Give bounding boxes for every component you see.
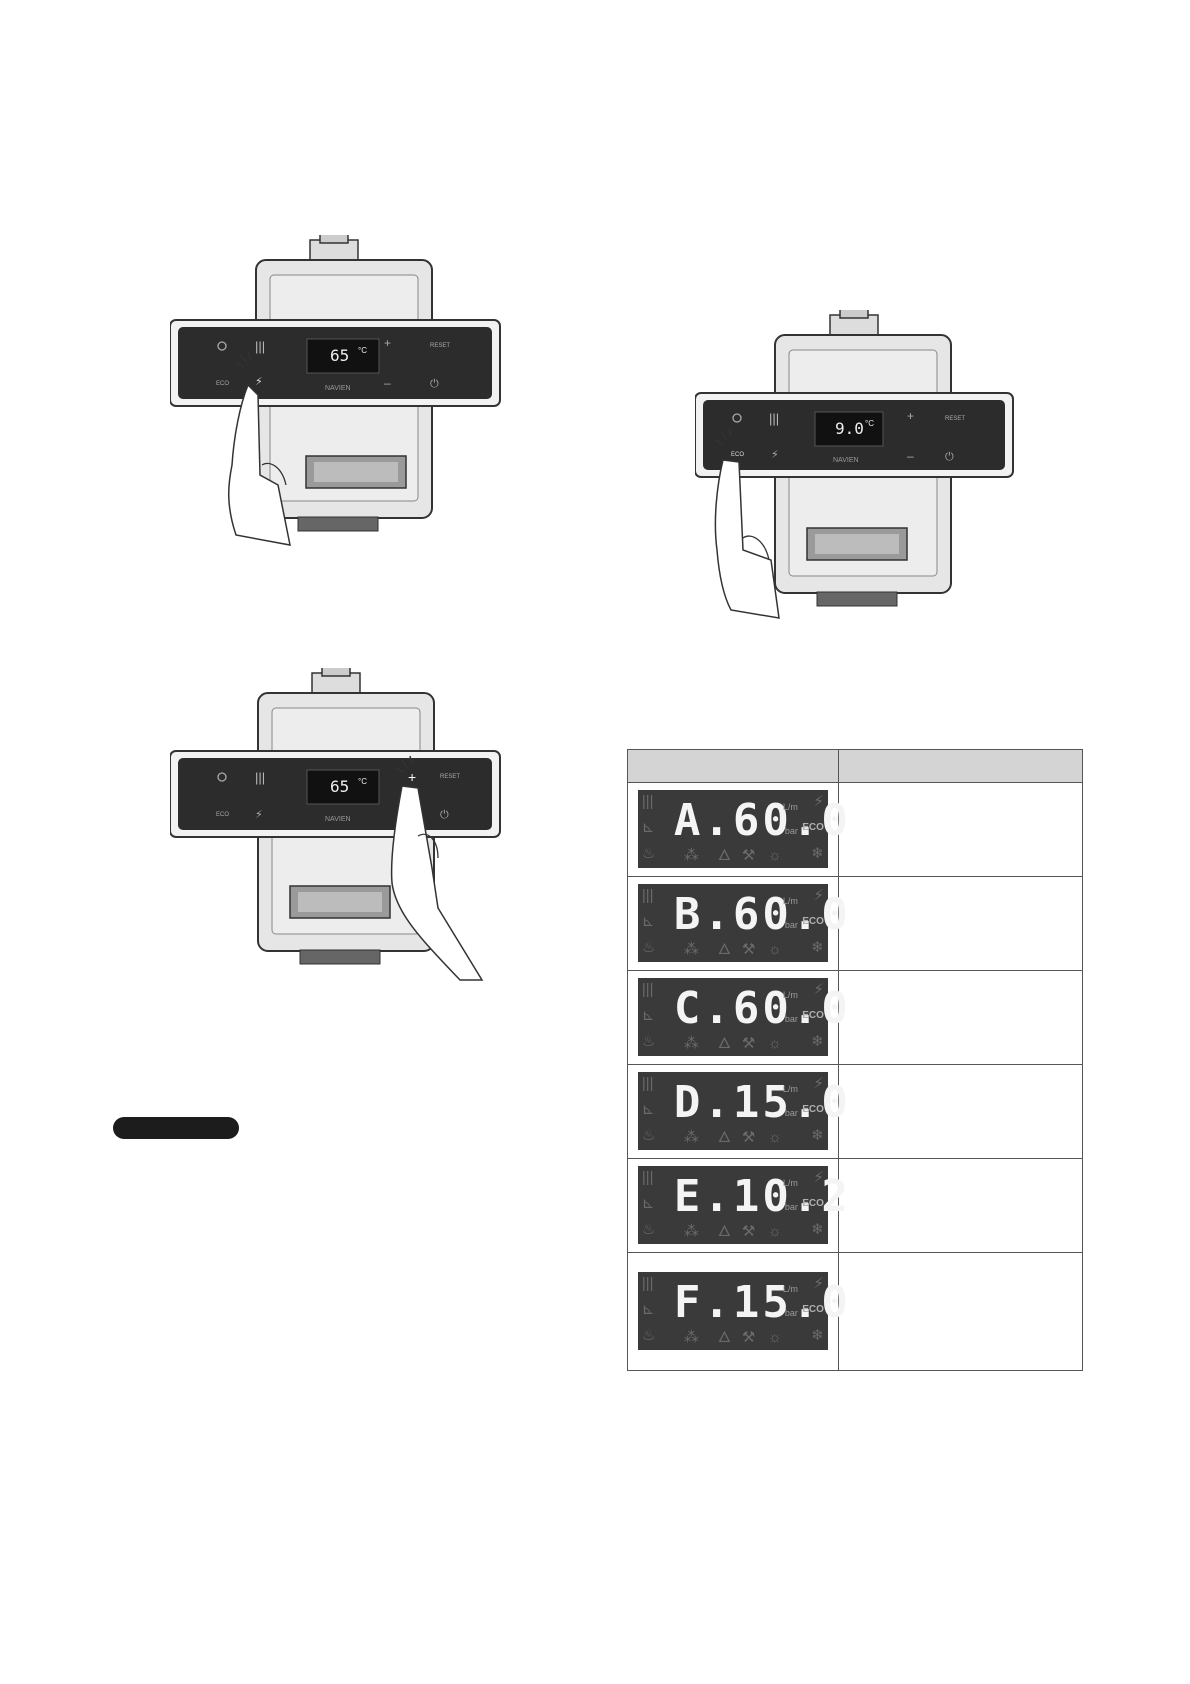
pressure-unit: bar [784, 1108, 798, 1118]
figure-boiler-plus-button: ||| 65 °C + RESET ECO ⚡ ⏻ NAVIEN [170, 668, 510, 988]
svg-text:RESET: RESET [430, 343, 450, 349]
display-reading: 65 [330, 346, 349, 365]
lcd-display: ||| ⊾ ♨ ⁂ 🜂 ⚒ ☼ ❄ ⚡ B.60.0 L/m bar ECO [637, 884, 848, 962]
table-cell-description [837, 782, 1084, 877]
lcd-display: ||| ⊾ ♨ ⁂ 🜂 ⚒ ☼ ❄ ⚡ A.60.0 L/m bar ECO [637, 790, 848, 868]
svg-text:–: – [907, 449, 914, 463]
svg-text:|||: ||| [769, 411, 779, 426]
display-code-table: ||| ⊾ ♨ ⁂ 🜂 ⚒ ☼ ❄ ⚡ A.60.0 L/m bar ECO |… [627, 749, 1084, 1371]
lcd-display: ||| ⊾ ♨ ⁂ 🜂 ⚒ ☼ ❄ ⚡ C.60.0 L/m bar ECO [637, 978, 848, 1056]
svg-text:⏻: ⏻ [430, 378, 439, 390]
table-row: ||| ⊾ ♨ ⁂ 🜂 ⚒ ☼ ❄ ⚡ B.60.0 L/m bar ECO [627, 876, 1084, 971]
svg-text:–: – [384, 376, 391, 390]
eco-label: ECO [802, 822, 824, 833]
display-reading: 65 [330, 777, 349, 796]
svg-text:RESET: RESET [440, 774, 460, 780]
table-header-row [627, 749, 1084, 783]
table-row: ||| ⊾ ♨ ⁂ 🜂 ⚒ ☼ ❄ ⚡ C.60.0 L/m bar ECO [627, 970, 1084, 1065]
table-cell-description [837, 1252, 1084, 1371]
eco-label: ECO [802, 1010, 824, 1021]
figure-boiler-flame-button: ||| 65 °C + RESET ECO ⚡ – ⏻ NAVIEN [170, 235, 510, 555]
pressure-unit: bar [784, 1308, 798, 1318]
svg-text:ECO: ECO [216, 381, 229, 387]
svg-text:⚡: ⚡ [255, 376, 263, 388]
table-row: ||| ⊾ ♨ ⁂ 🜂 ⚒ ☼ ❄ ⚡ F.15.0 L/m bar ECO [627, 1252, 1084, 1371]
lcd-display: ||| ⊾ ♨ ⁂ 🜂 ⚒ ☼ ❄ ⚡ D.15.0 L/m bar ECO [637, 1072, 848, 1150]
display-unit: °C [865, 419, 874, 428]
svg-text:ECO: ECO [731, 452, 744, 458]
lcd-code: C.60.0 [673, 983, 851, 1034]
svg-text:RESET: RESET [945, 416, 965, 422]
svg-text:ECO: ECO [216, 812, 229, 818]
svg-text:⏻: ⏻ [440, 809, 449, 821]
flow-unit: L/m [782, 896, 798, 906]
lcd-code: A.60.0 [673, 795, 851, 846]
display-reading: 9.0 [835, 419, 864, 438]
brand-logo: NAVIEN [325, 816, 351, 823]
svg-text:|||: ||| [255, 339, 265, 354]
table-cell-description [837, 876, 1084, 971]
svg-text:|||: ||| [255, 770, 265, 785]
figure-boiler-eco-button: ||| 9.0 °C + RESET ECO ⚡ – ⏻ NAVIEN [695, 310, 1035, 630]
table-cell-description [837, 970, 1084, 1065]
eco-label: ECO [802, 1198, 824, 1209]
table-cell-description [837, 1064, 1084, 1159]
svg-text:+: + [907, 409, 914, 423]
lcd-display: ||| ⊾ ♨ ⁂ 🜂 ⚒ ☼ ❄ ⚡ F.15.0 L/m bar ECO [637, 1272, 848, 1350]
brand-logo: NAVIEN [325, 385, 351, 392]
svg-text:+: + [384, 336, 391, 350]
display-unit: °C [358, 777, 367, 786]
table-row: ||| ⊾ ♨ ⁂ 🜂 ⚒ ☼ ❄ ⚡ D.15.0 L/m bar ECO [627, 1064, 1084, 1159]
lcd-code: E.10.2 [673, 1171, 851, 1222]
flow-unit: L/m [782, 1084, 798, 1094]
flow-unit: L/m [782, 1178, 798, 1188]
lcd-code: B.60.0 [673, 889, 851, 940]
pressure-unit: bar [784, 1014, 798, 1024]
table-header-description [837, 749, 1084, 783]
table-cell-description [837, 1158, 1084, 1253]
pressure-unit: bar [784, 826, 798, 836]
eco-label: ECO [802, 916, 824, 927]
lcd-code: F.15.0 [673, 1277, 851, 1328]
svg-text:⚡: ⚡ [771, 449, 779, 461]
table-row: ||| ⊾ ♨ ⁂ 🜂 ⚒ ☼ ❄ ⚡ A.60.0 L/m bar ECO [627, 782, 1084, 877]
eco-label: ECO [802, 1304, 824, 1315]
eco-label: ECO [802, 1104, 824, 1115]
pressure-unit: bar [784, 1202, 798, 1212]
flow-unit: L/m [782, 802, 798, 812]
lcd-display: ||| ⊾ ♨ ⁂ 🜂 ⚒ ☼ ❄ ⚡ E.10.2 L/m bar ECO [637, 1166, 848, 1244]
section-label-pill [113, 1117, 239, 1139]
display-unit: °C [358, 346, 367, 355]
svg-text:⚡: ⚡ [255, 809, 263, 821]
lcd-code: D.15.0 [673, 1077, 851, 1128]
brand-logo: NAVIEN [833, 457, 859, 464]
svg-text:+: + [408, 769, 416, 785]
flow-unit: L/m [782, 990, 798, 1000]
svg-text:⏻: ⏻ [945, 451, 954, 463]
table-header-display [627, 749, 839, 783]
table-row: ||| ⊾ ♨ ⁂ 🜂 ⚒ ☼ ❄ ⚡ E.10.2 L/m bar ECO [627, 1158, 1084, 1253]
flow-unit: L/m [782, 1284, 798, 1294]
pressure-unit: bar [784, 920, 798, 930]
